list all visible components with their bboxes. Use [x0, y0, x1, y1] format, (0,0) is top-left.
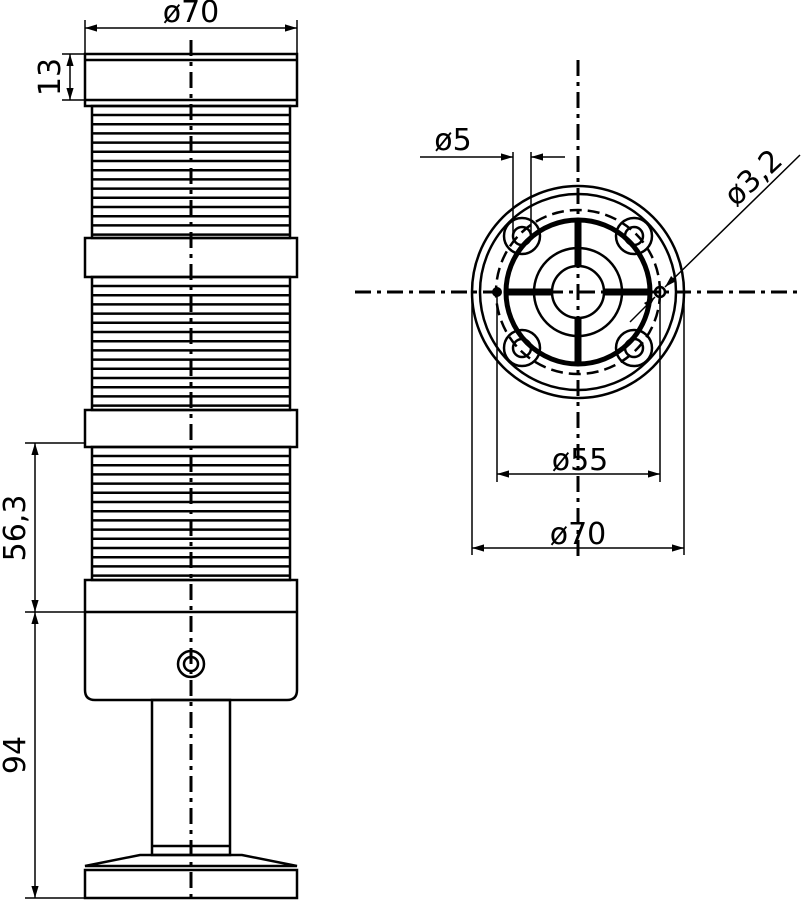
side-view: ø70 13 56,3 94: [0, 0, 299, 900]
top-view: ø5 ø3,2 ø55 ø70: [355, 60, 801, 560]
dim-base-height: 94: [0, 736, 33, 774]
dim-top-diameter: ø70: [163, 0, 220, 30]
dim-outer: ø70: [550, 517, 607, 552]
dim-small-hole: ø3,2: [717, 143, 789, 214]
dim-cap-height: 13: [33, 58, 68, 96]
dim-bolt-circle: ø55: [552, 443, 609, 478]
base-housing: [83, 578, 299, 702]
dim-hole: ø5: [434, 123, 471, 158]
dim-module-height: 56,3: [0, 495, 33, 562]
